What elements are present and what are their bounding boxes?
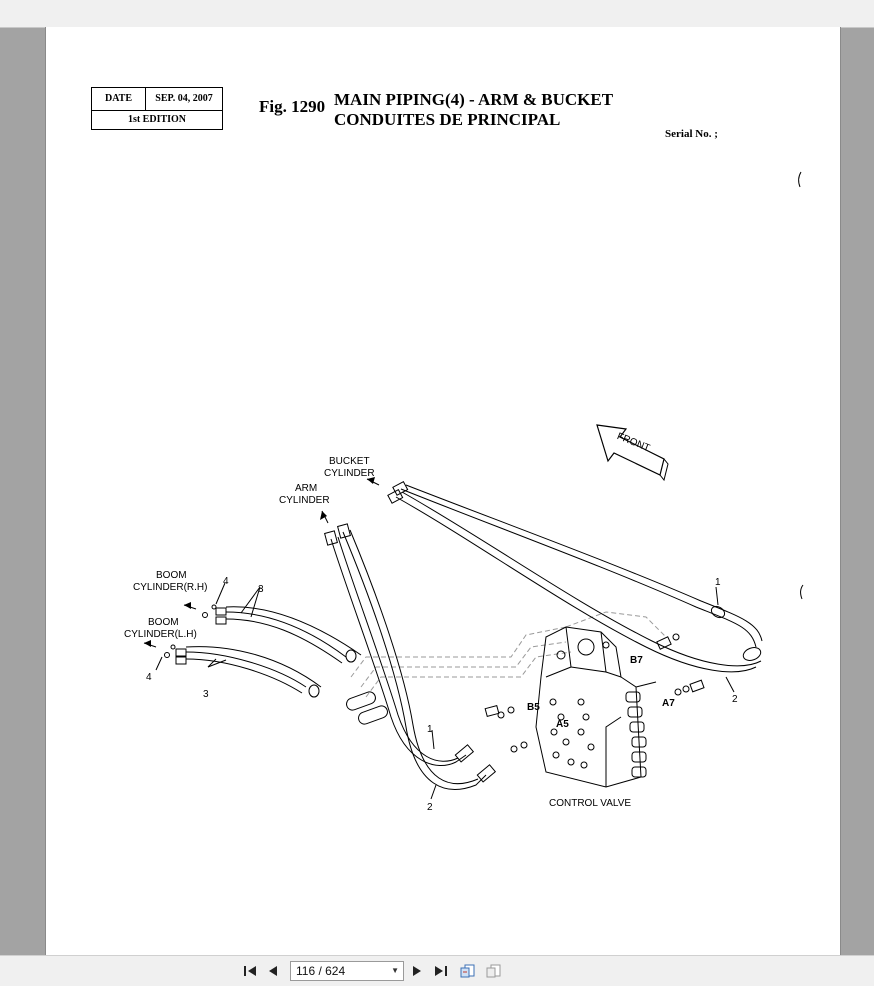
boom-lh-hoses xyxy=(175,646,322,698)
elbow-fittings xyxy=(346,691,388,725)
background-piping xyxy=(350,611,667,698)
fit-page-icon[interactable] xyxy=(459,962,477,980)
scan-artifact xyxy=(798,171,802,188)
page-navigation-toolbar: 116 / 624 ▼ xyxy=(0,955,874,986)
date-value: SEP. 04, 2007 xyxy=(155,93,213,104)
port-a5-label: A5 xyxy=(556,719,569,730)
arm-cylinder-label-2: CYLINDER xyxy=(279,495,330,506)
boom-rh-label: BOOM xyxy=(156,570,187,581)
port-b7-label: B7 xyxy=(630,655,643,666)
piping-diagram: BUCKET CYLINDER ARM CYLINDER BOOM CYLIND… xyxy=(124,171,804,813)
boom-rh-hoses xyxy=(215,606,362,664)
previous-page-icon[interactable] xyxy=(264,962,282,980)
port-b5-label: B5 xyxy=(527,702,540,713)
callout-2-right: 2 xyxy=(732,694,738,705)
boom-lh-label-2: CYLINDER(L.H) xyxy=(124,629,197,640)
bucket-hoses xyxy=(387,480,763,673)
serial-number-label: Serial No. ; xyxy=(665,128,718,140)
date-stamp-box: DATE SEP. 04, 2007 1st EDITION xyxy=(91,87,223,130)
callout-1-bottom: 1 xyxy=(427,724,433,735)
control-valve-label: CONTROL VALVE xyxy=(549,798,631,809)
callout-3-bottom: 3 xyxy=(203,689,209,700)
callout-4-bottom: 4 xyxy=(146,672,152,683)
boom-lh-label: BOOM xyxy=(148,617,179,628)
single-page-icon[interactable] xyxy=(485,962,503,980)
viewer-top-bar xyxy=(0,0,874,28)
scan-artifact xyxy=(800,584,804,600)
control-valve-body xyxy=(535,626,657,788)
arm-hoses xyxy=(324,523,497,790)
first-page-icon[interactable] xyxy=(241,962,259,980)
next-page-icon[interactable] xyxy=(408,962,426,980)
boom-rh-label-2: CYLINDER(R.H) xyxy=(133,582,207,593)
arm-cylinder-label: ARM xyxy=(295,483,317,494)
edition-label: 1st EDITION xyxy=(127,114,187,125)
callout-leaders xyxy=(155,582,735,800)
page-number-select[interactable]: 116 / 624 ▼ xyxy=(290,961,404,981)
callout-4-top: 4 xyxy=(223,576,229,587)
last-page-icon[interactable] xyxy=(432,962,450,980)
o-ring-fittings xyxy=(164,604,705,753)
document-page: DATE SEP. 04, 2007 1st EDITION Fig. 1290… xyxy=(45,27,841,955)
bucket-cylinder-label: BUCKET xyxy=(329,456,370,467)
figure-number: Fig. 1290 xyxy=(259,97,326,116)
callout-1-top: 1 xyxy=(715,577,721,588)
callout-2-bottom: 2 xyxy=(427,802,433,813)
port-a7-label: A7 xyxy=(662,698,675,709)
callout-3-top: 3 xyxy=(258,584,264,595)
page-title: MAIN PIPING(4) - ARM & BUCKET xyxy=(334,90,614,109)
page-indicator: 116 / 624 xyxy=(296,964,346,978)
page-subtitle: CONDUITES DE PRINCIPAL xyxy=(334,110,561,129)
direction-arrows xyxy=(143,478,380,648)
bucket-cylinder-label-2: CYLINDER xyxy=(324,468,375,479)
date-label: DATE xyxy=(92,88,146,110)
chevron-down-icon: ▼ xyxy=(391,966,399,975)
front-arrow-icon xyxy=(596,424,669,482)
